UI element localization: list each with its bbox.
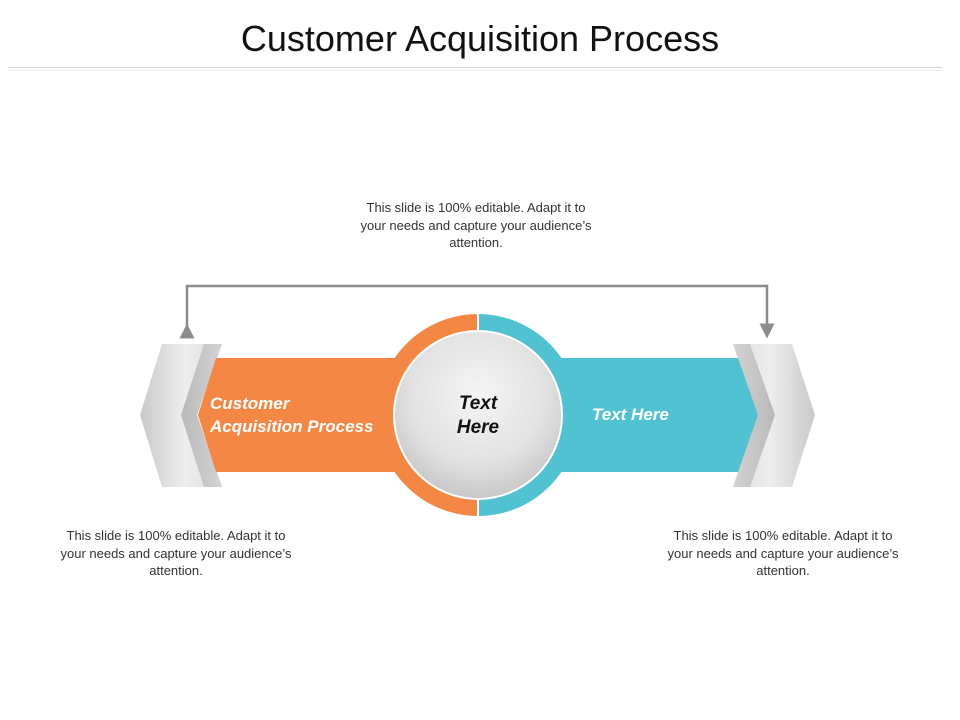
title-divider bbox=[8, 67, 942, 68]
teal-band bbox=[536, 358, 758, 472]
bottom-left-description: This slide is 100% editable. Adapt it to… bbox=[60, 528, 292, 578]
center-circle bbox=[395, 332, 561, 498]
left-band-label: Customer Acquisition Process bbox=[210, 392, 373, 438]
left-chevron-inner bbox=[181, 344, 222, 487]
center-label-line2: Here bbox=[456, 417, 500, 438]
center-label: Text Here bbox=[418, 392, 538, 440]
left-band-label-line2: Acquisition Process bbox=[210, 417, 374, 436]
title-divider-shadow bbox=[8, 70, 942, 71]
connector-bracket bbox=[179, 284, 775, 339]
bottom-right-description: This slide is 100% editable. Adapt it to… bbox=[667, 528, 899, 578]
left-band-label-line1: Customer bbox=[210, 394, 290, 413]
right-chevron bbox=[733, 344, 815, 487]
top-description: This slide is 100% editable. Adapt it to… bbox=[360, 200, 592, 250]
slide-title: Customer Acquisition Process bbox=[240, 18, 720, 59]
left-chevron bbox=[140, 344, 222, 487]
orange-band bbox=[198, 358, 420, 472]
center-label-line1: Text bbox=[458, 393, 498, 414]
right-chevron-inner bbox=[733, 344, 775, 487]
right-band-label: Text Here bbox=[592, 405, 669, 424]
